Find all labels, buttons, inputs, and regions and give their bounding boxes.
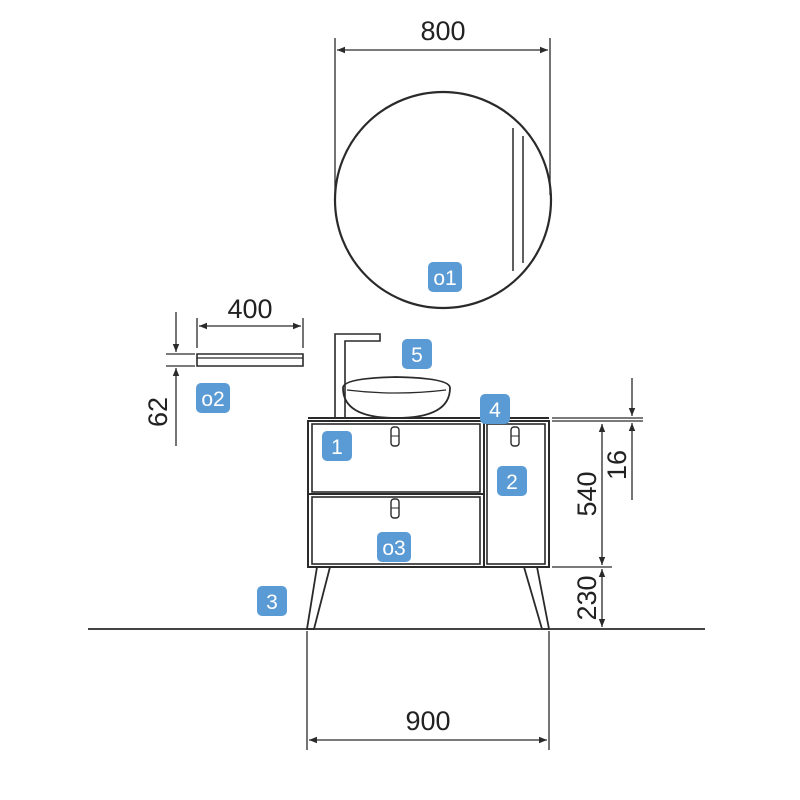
badge-label: 4 <box>489 399 501 422</box>
cabinet <box>307 420 550 568</box>
legs <box>305 566 551 630</box>
badge-o1: o1 <box>428 262 462 292</box>
faucet <box>334 333 381 418</box>
badge-shape <box>322 431 352 461</box>
badge-shape <box>196 383 230 413</box>
badge-1: 1 <box>322 431 352 461</box>
badge-shape <box>480 394 510 424</box>
badge-o3: o3 <box>377 532 411 562</box>
badge-o2: o2 <box>196 383 230 413</box>
shelf-shape <box>196 353 304 367</box>
badge-label: o3 <box>382 537 405 560</box>
top-thickness-label: 16 <box>602 450 632 480</box>
badge-shape <box>497 466 527 496</box>
badge-label: o2 <box>201 388 224 411</box>
mirror <box>333 90 553 310</box>
badge-shape <box>377 532 411 562</box>
badge-label: 3 <box>266 591 278 614</box>
shelf-width-label: 400 <box>227 294 272 324</box>
leg-height-label: 230 <box>572 575 602 620</box>
badge-label: 1 <box>331 436 343 459</box>
mirror-circle <box>333 90 553 310</box>
side-door <box>486 423 546 565</box>
cabinet-width-label: 900 <box>405 706 450 736</box>
shelf-width-dimension: 400 <box>196 294 304 348</box>
badge-label: 2 <box>506 471 518 494</box>
badge-3: 3 <box>257 586 287 616</box>
height-dimensions: 540 230 16 <box>552 378 643 627</box>
badge-label: 5 <box>411 344 423 367</box>
basin-shape <box>342 376 451 419</box>
shelf <box>196 353 304 367</box>
mirror-width-label: 800 <box>420 16 465 46</box>
basin-rim-line <box>346 389 447 394</box>
cabinet-width-dimension: 900 <box>306 631 550 750</box>
mirror-width-dimension: 800 <box>334 16 551 195</box>
faucet-shape <box>334 333 381 418</box>
shelf-height-label: 62 <box>143 397 173 427</box>
left-leg <box>305 566 332 630</box>
drawer-bottom <box>311 496 481 565</box>
basin <box>342 376 451 419</box>
cabinet-height-label: 540 <box>572 471 602 516</box>
badge-4: 4 <box>480 394 510 424</box>
badge-shape <box>428 262 462 292</box>
right-leg <box>522 566 551 630</box>
badge-shape <box>257 586 287 616</box>
badge-label: o1 <box>433 267 456 290</box>
badge-2: 2 <box>497 466 527 496</box>
badge-shape <box>402 339 432 369</box>
shelf-height-dimension: 62 <box>143 312 195 446</box>
drawer-top <box>311 423 481 493</box>
badge-5: 5 <box>402 339 432 369</box>
